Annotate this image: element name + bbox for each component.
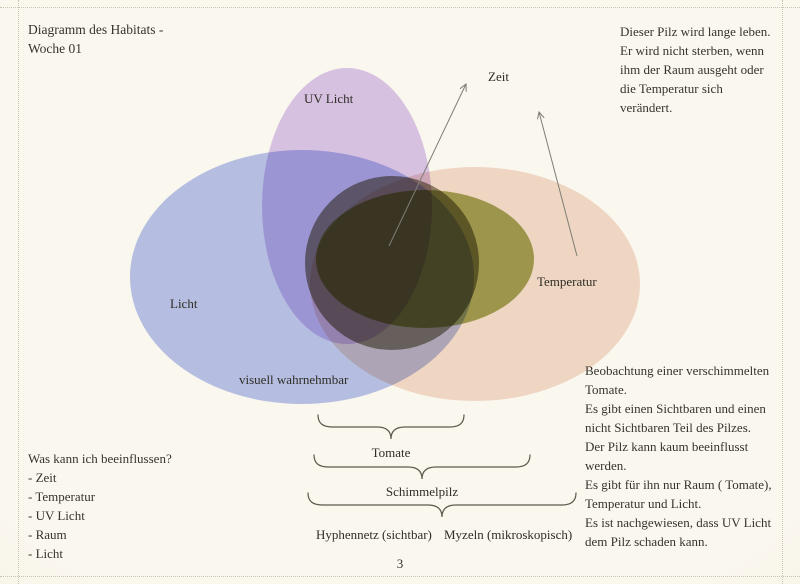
label-myzeln: Myzeln (mikroskopisch) xyxy=(444,527,573,542)
circle-pilz-kern xyxy=(305,176,479,350)
label-visuell-wahrnehmbar: visuell wahrnehmbar xyxy=(239,372,349,387)
note-pilz-prognose: Dieser Pilz wird lange leben. Er wird ni… xyxy=(620,24,771,115)
page-number: 3 xyxy=(396,556,404,571)
label-tomate: Tomate xyxy=(371,445,411,460)
influence-item-raum: - Raum xyxy=(28,527,67,542)
margin-guide-right xyxy=(782,0,783,584)
label-hyphennetz: Hyphennetz (sichtbar) xyxy=(316,527,432,542)
brace-tomate xyxy=(317,414,465,440)
margin-guide-top xyxy=(0,7,800,8)
influence-item-uv-licht: - UV Licht xyxy=(28,508,85,523)
page-title: Diagramm des Habitats - Woche 01 xyxy=(28,22,164,56)
label-schimmelpilz: Schimmelpilz xyxy=(385,484,459,499)
brace-schimmelpilz xyxy=(313,454,531,480)
margin-guide-left xyxy=(18,0,19,584)
margin-guide-bottom xyxy=(0,576,800,577)
label-zeit: Zeit xyxy=(488,69,509,84)
influence-item-zeit: - Zeit xyxy=(28,470,57,485)
label-temperatur: Temperatur xyxy=(537,274,597,289)
brace-pilzteile xyxy=(307,492,577,518)
influence-item-licht: - Licht xyxy=(28,546,64,561)
influence-list: Was kann ich beeinflussen? - Zeit - Temp… xyxy=(28,449,228,563)
influence-item-temperatur: - Temperatur xyxy=(28,489,96,504)
influence-question: Was kann ich beeinflussen? xyxy=(28,451,172,466)
label-licht: Licht xyxy=(170,296,198,311)
label-uv-licht: UV Licht xyxy=(304,91,354,106)
note-beobachtung: Beobachtung einer verschimmelten Tomate.… xyxy=(585,363,772,549)
